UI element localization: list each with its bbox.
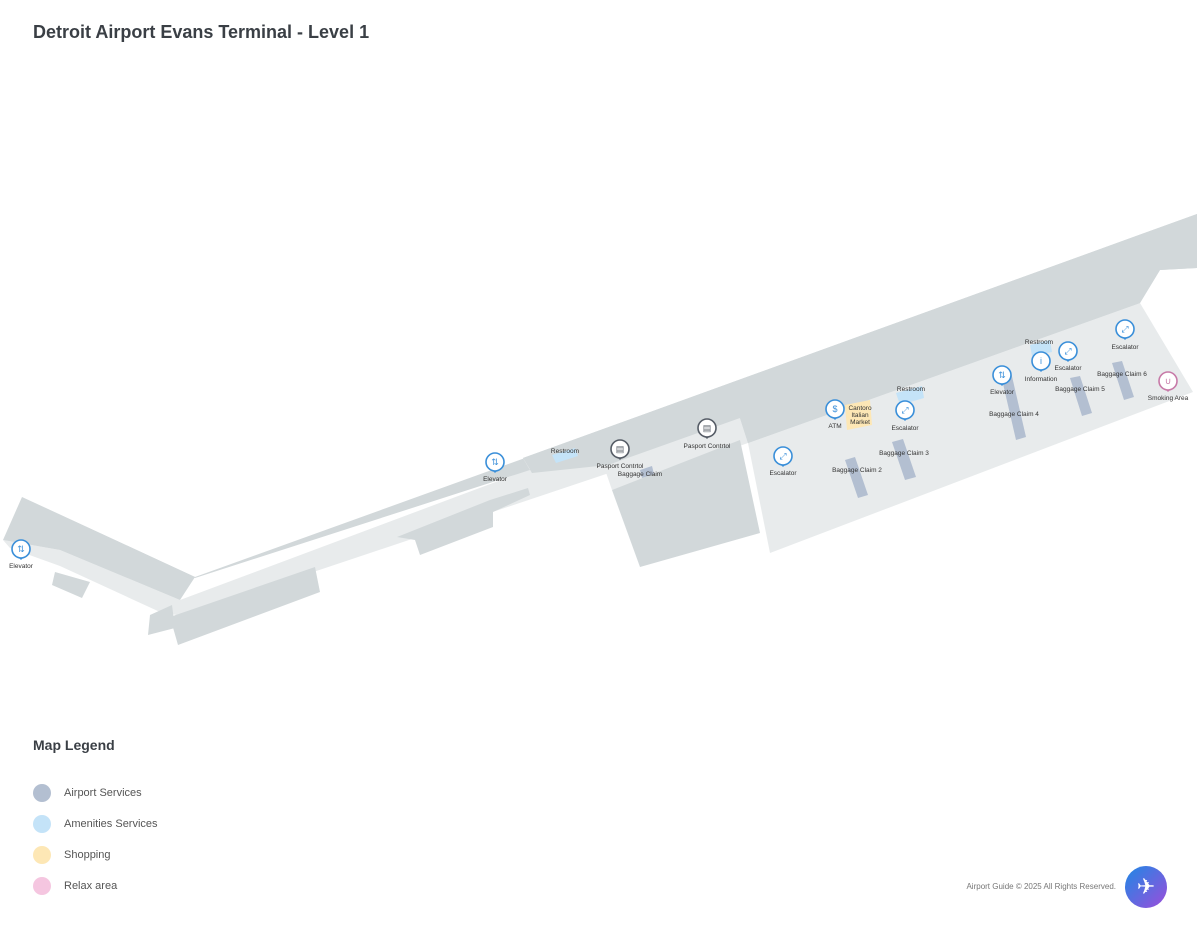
airplane-button[interactable]: ✈	[1125, 866, 1167, 908]
info-pin[interactable]: i	[1031, 351, 1051, 372]
poi-label: Cantoro	[848, 405, 872, 412]
escalator-icon: ⤢	[1063, 346, 1071, 356]
poi-label: Baggage Claim 2	[832, 467, 882, 474]
poi-label: Pasport Contrtol	[684, 443, 732, 450]
building-blocks	[3, 214, 1197, 645]
smoking-icon: ∪	[1165, 376, 1172, 386]
poi-label: Elevator	[990, 389, 1015, 396]
legend-item-amenities: Amenities Services	[33, 808, 158, 839]
poi-label: Market	[850, 419, 870, 426]
escalator-icon: ⤢	[1120, 324, 1128, 334]
passport-icon: ▤	[703, 423, 712, 433]
smoking-pin[interactable]: ∪	[1158, 371, 1178, 392]
atm-icon: $	[832, 404, 837, 414]
elevator-icon: ⇅	[491, 457, 499, 467]
poi-label: ATM	[828, 423, 841, 430]
poi-label: Smoking Area	[1148, 395, 1189, 402]
elevator-pin[interactable]: ⇅	[11, 539, 31, 560]
info-icon: i	[1040, 356, 1042, 366]
airplane-icon: ✈	[1136, 874, 1156, 899]
poi-label: Baggage Claim 5	[1055, 386, 1105, 393]
legend-item-shopping: Shopping	[33, 839, 158, 870]
page-title: Detroit Airport Evans Terminal - Level 1	[33, 22, 370, 42]
poi-label: Elevator	[9, 563, 34, 570]
escalator-icon: ⤢	[778, 451, 786, 461]
poi-label: Restroom	[897, 386, 925, 393]
service-zones	[552, 340, 1134, 498]
escalator-pin[interactable]: ⤢	[1115, 319, 1135, 340]
poi-label: Escalator	[1111, 344, 1139, 351]
legend-swatch	[33, 845, 51, 864]
poi-label: Escalator	[769, 470, 797, 477]
escalator-pin[interactable]: ⤢	[1058, 341, 1078, 362]
passport-pin[interactable]: ▤	[610, 439, 630, 460]
map-legend: Map Legend Airport Services Amenities Se…	[33, 737, 158, 901]
poi-label: Baggage Claim 6	[1097, 371, 1147, 378]
poi-label: Baggage Claim 3	[879, 450, 929, 457]
elevator-icon: ⇅	[998, 370, 1006, 380]
elevator-icon: ⇅	[17, 544, 25, 554]
copyright: Airport Guide © 2025 All Rights Reserved…	[966, 882, 1116, 891]
escalator-pin[interactable]: ⤢	[773, 446, 793, 467]
elevator-pin[interactable]: ⇅	[992, 365, 1012, 386]
legend-swatch	[33, 876, 51, 895]
escalator-pin[interactable]: ⤢	[895, 400, 915, 421]
legend-swatch	[33, 783, 51, 802]
poi-label: Escalator	[1054, 365, 1082, 372]
legend-title: Map Legend	[33, 737, 115, 753]
poi-label: Pasport Contrtol	[597, 463, 645, 470]
poi-label: Escalator	[891, 425, 919, 432]
poi-label: Restroom	[551, 448, 579, 455]
passport-pin[interactable]: ▤	[697, 418, 717, 439]
poi-label: Restroom	[1025, 339, 1053, 346]
poi-label: Elevator	[483, 476, 508, 483]
passport-icon: ▤	[616, 444, 625, 454]
escalator-icon: ⤢	[900, 405, 908, 415]
legend-item-airport-services: Airport Services	[33, 777, 158, 808]
legend-swatch	[33, 814, 51, 833]
elevator-pin[interactable]: ⇅	[485, 452, 505, 473]
legend-item-relax: Relax area	[33, 870, 158, 901]
poi-label: Italian	[851, 412, 869, 419]
poi-label: Information	[1025, 376, 1058, 383]
atm-pin[interactable]: $	[825, 399, 845, 420]
poi-label: Baggage Claim	[618, 471, 662, 478]
poi-label: Baggage Claim 4	[989, 411, 1039, 418]
